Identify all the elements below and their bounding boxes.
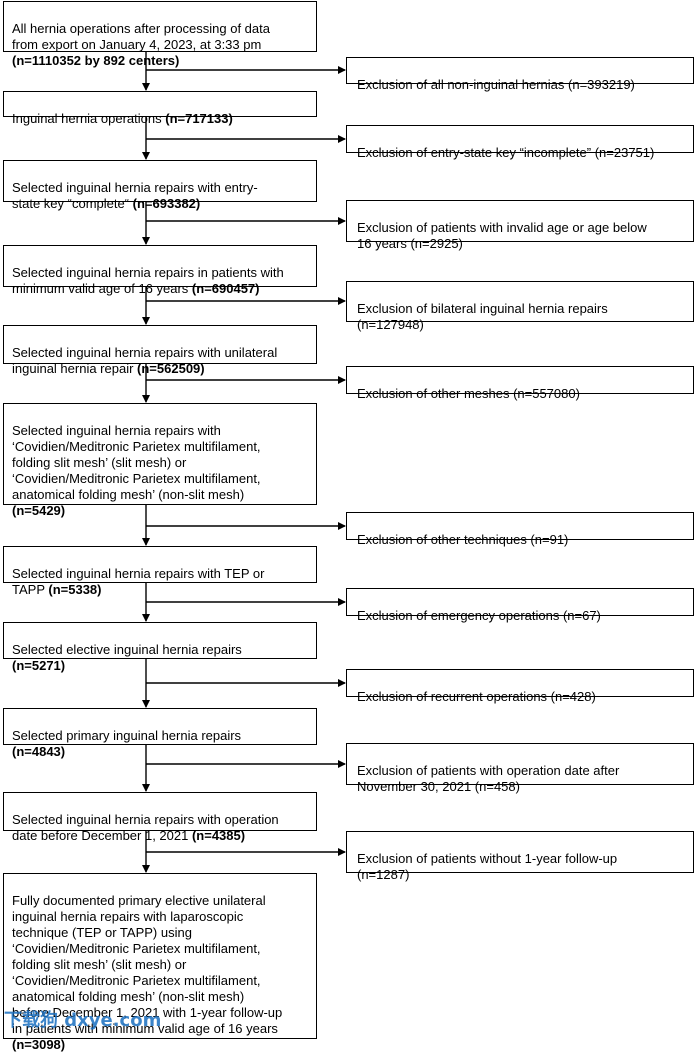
main-box-count: (n=693382)	[132, 196, 201, 211]
main-box-count: (n=3098)	[12, 1037, 66, 1052]
main-box-inguinal-operations: Inguinal hernia operations (n=717133)	[3, 91, 317, 126]
exclusion-text: Exclusion of patients with operation dat…	[357, 763, 620, 794]
main-box-complete-entry-state: Selected inguinal hernia repairs with en…	[3, 160, 317, 211]
exclusion-box-non-inguinal: Exclusion of all non-inguinal hernias (n…	[346, 57, 694, 92]
main-box-text: Selected inguinal hernia repairs in pati…	[12, 265, 284, 296]
watermark-logo: 下载狗 dxye.com	[4, 1010, 162, 1031]
main-box-count: (n=690457)	[191, 281, 260, 296]
exclusion-box-incomplete: Exclusion of entry-state key “incomplete…	[346, 125, 694, 160]
main-box-text: All hernia operations after processing o…	[12, 21, 270, 52]
exclusion-box-recurrent: Exclusion of recurrent operations (n=428…	[346, 669, 694, 704]
exclusion-text: Exclusion of recurrent operations (n=428…	[357, 689, 596, 704]
main-box-count: (n=5429)	[12, 503, 66, 518]
main-box-count: (n=562509)	[137, 361, 205, 376]
exclusion-text: Exclusion of other techniques (n=91)	[357, 532, 569, 547]
main-box-valid-age: Selected inguinal hernia repairs in pati…	[3, 245, 317, 296]
main-box-text: Inguinal hernia operations	[12, 111, 166, 126]
exclusion-box-no-follow-up: Exclusion of patients without 1-year fol…	[346, 831, 694, 882]
main-box-text: Selected inguinal hernia repairs with TE…	[12, 566, 265, 597]
main-box-final-cohort: Fully documented primary elective unilat…	[3, 873, 317, 1052]
exclusion-box-emergency: Exclusion of emergency operations (n=67)	[346, 588, 694, 623]
main-box-text: Selected primary inguinal hernia repairs	[12, 728, 242, 743]
exclusion-text: Exclusion of all non-inguinal hernias (n…	[357, 77, 635, 92]
exclusion-text: Exclusion of other meshes (n=557080)	[357, 386, 580, 401]
main-box-count: (n=4385)	[191, 828, 246, 843]
exclusion-box-other-techniques: Exclusion of other techniques (n=91)	[346, 512, 694, 547]
exclusion-text: Exclusion of bilateral inguinal hernia r…	[357, 301, 608, 332]
main-box-all-operations: All hernia operations after processing o…	[3, 1, 317, 68]
exclusion-text: Exclusion of patients with invalid age o…	[357, 220, 647, 251]
main-box-text: Selected inguinal hernia repairs with en…	[12, 180, 258, 211]
exclusion-box-operation-date-after: Exclusion of patients with operation dat…	[346, 743, 694, 794]
main-box-count: (n=1110352 by 892 centers)	[12, 53, 180, 68]
main-box-operation-date: Selected inguinal hernia repairs with op…	[3, 792, 317, 843]
main-box-count: (n=5271)	[12, 658, 66, 673]
main-box-text: Selected elective inguinal hernia repair…	[12, 642, 242, 657]
main-box-tep-tapp: Selected inguinal hernia repairs with TE…	[3, 546, 317, 597]
exclusion-box-invalid-age: Exclusion of patients with invalid age o…	[346, 200, 694, 251]
main-box-selected-meshes: Selected inguinal hernia repairs with ‘C…	[3, 403, 317, 518]
main-box-count: (n=4843)	[12, 744, 66, 759]
main-box-text: Fully documented primary elective unilat…	[12, 893, 283, 1036]
main-box-count: (n=717133)	[165, 111, 233, 126]
main-box-text: Selected inguinal hernia repairs with un…	[12, 345, 278, 376]
exclusion-text: Exclusion of emergency operations (n=67)	[357, 608, 601, 623]
main-box-text: Selected inguinal hernia repairs with ‘C…	[12, 423, 261, 502]
main-box-text: Selected inguinal hernia repairs with op…	[12, 812, 279, 843]
exclusion-box-bilateral: Exclusion of bilateral inguinal hernia r…	[346, 281, 694, 332]
exclusion-text: Exclusion of entry-state key “incomplete…	[357, 145, 655, 160]
main-box-unilateral: Selected inguinal hernia repairs with un…	[3, 325, 317, 376]
exclusion-box-other-meshes: Exclusion of other meshes (n=557080)	[346, 366, 694, 401]
main-box-count: (n=5338)	[48, 582, 102, 597]
main-box-primary: Selected primary inguinal hernia repairs…	[3, 708, 317, 759]
exclusion-text: Exclusion of patients without 1-year fol…	[357, 851, 618, 882]
main-box-elective: Selected elective inguinal hernia repair…	[3, 622, 317, 673]
